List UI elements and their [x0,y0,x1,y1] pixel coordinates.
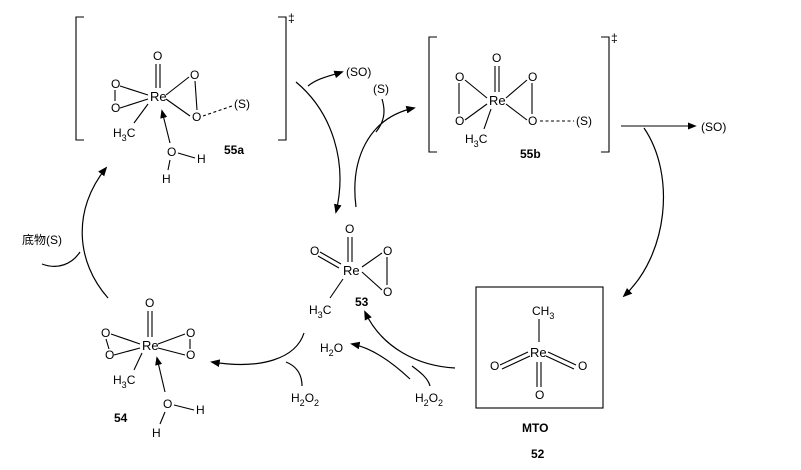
arrow-substrate-join [41,251,81,267]
arrow-55a-to-53 [295,81,342,214]
methyl-55a: H3C [113,126,136,143]
ts-mark-55b: ‡ [611,31,618,45]
water-h2-55a: H [162,172,171,186]
oxo-o-54: O [145,296,154,310]
ts-mark-55a: ‡ [288,11,295,25]
oxo-o-left-mto: O [490,359,499,373]
substrate-s-55b: (S) [576,114,592,128]
arrow-54-to-55a [81,166,109,299]
water-h1-55a: H [197,152,206,166]
substrate-label: 底物(S) [22,232,62,247]
peroxo-o2-55b: O [455,114,464,128]
arrow-h2o2-join-2 [285,361,303,387]
methyl-mto: CH3 [532,304,554,321]
bracket-right-55b [601,36,610,153]
label-54: 54 [114,411,128,425]
peroxo-o2-55a: O [111,101,120,115]
substrate-s-input: (S) [373,82,389,96]
peroxo-o1-55b: O [455,70,464,84]
so-product-1: (SO) [346,65,371,79]
bracket-right-55a [278,16,287,141]
peroxo-o2-53: O [383,285,392,299]
complex-mto-52: CH3 Re O O O MTO 52 [475,286,604,461]
substrate-s-55a: (S) [234,97,250,111]
arrow-mto-to-53 [364,310,456,369]
oxo-o-55a: O [153,49,162,63]
bracket-left-55b [428,36,437,153]
label-55a: 55a [224,143,244,157]
methyl-53: H3C [309,303,332,320]
label-52: 52 [531,447,545,461]
oxo-o-55b: O [492,51,501,65]
complex-53: Re O O O O H3C 53 [309,222,392,320]
re-atom-53: Re [343,263,360,278]
arrow-55b-to-mto [622,127,665,298]
arrow-53-to-54 [210,332,305,368]
methyl-55b: H3C [465,132,488,149]
peroxo-o3-55b: O [528,70,537,84]
peroxo-o1-53: O [383,244,392,258]
so-product-2: (SO) [701,120,726,134]
peroxo-o4-55b: O [528,114,537,128]
oxo-o-left-53: O [310,244,319,258]
peroxo-o3-54: O [186,326,195,340]
peroxo-o2-54: O [105,348,114,362]
arrow-h2o2-join-1 [411,365,431,387]
re-atom-55a: Re [150,89,167,104]
arrow-so-release-1 [307,70,344,87]
h2o2-reagent-2: H2O2 [291,391,319,408]
arrow-h2o-release [350,341,411,380]
peroxo-o1-55a: O [111,77,120,91]
h2o2-reagent-1: H2O2 [415,391,443,408]
oxo-o-bottom-mto: O [535,388,544,402]
arrow-s-join [375,98,385,133]
label-mto: MTO [522,421,548,435]
reaction-arrows: (SO) (S) (SO) H2O H2O2 H2O2 底物(S) [22,65,726,408]
peroxo-o3-55a: O [190,68,199,82]
oxo-o-right-mto: O [578,359,587,373]
methyl-54: H3C [113,373,136,390]
mto-box [475,286,604,409]
water-h1-54: H [196,403,205,417]
re-atom-54: Re [142,338,159,353]
complex-55a: ‡ Re O O O O O (S) H3C O H H 55a [75,11,295,186]
complex-54: Re O O O O O H3C O H H 54 [101,296,205,440]
peroxo-o4-55a: O [192,110,201,124]
re-atom-55b: Re [489,93,506,108]
peroxo-o4-54: O [186,348,195,362]
re-atom-mto: Re [530,345,547,360]
water-o-54: O [163,397,172,411]
water-h2-54: H [152,426,161,440]
water-o-55a: O [167,145,176,159]
complex-55b: ‡ Re O O O O O (S) H3C 55b [428,31,618,161]
bracket-left-55a [75,16,84,141]
arrow-53-to-55b [354,105,416,208]
water-product: H2O [320,341,343,358]
peroxo-o1-54: O [101,326,110,340]
label-55b: 55b [520,147,541,161]
label-53: 53 [355,295,369,309]
oxo-o-top-53: O [345,222,354,236]
